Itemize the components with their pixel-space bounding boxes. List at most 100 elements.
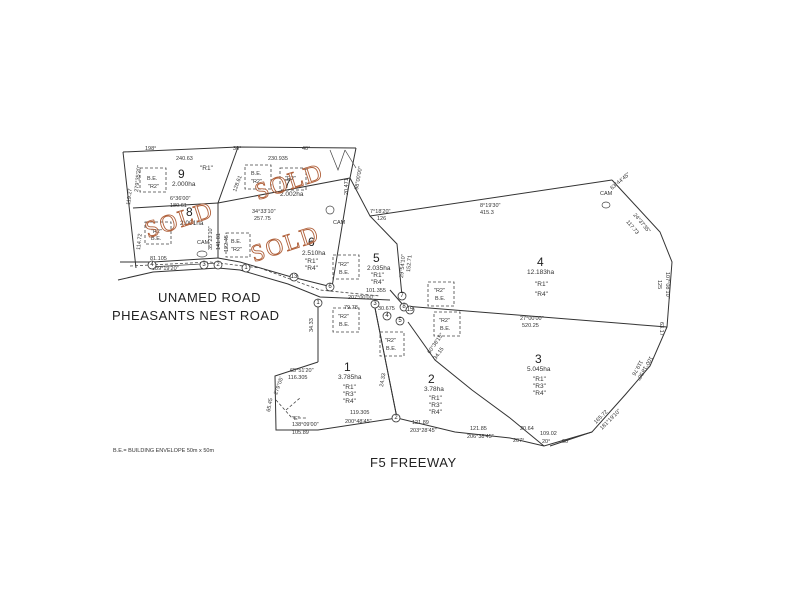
bearing: 20° [542, 439, 550, 445]
survey-point: 4 [147, 260, 157, 270]
svg-text:3: 3 [373, 301, 377, 307]
distance: 128.61 [232, 175, 243, 193]
lot-zone: "R3" [429, 402, 443, 409]
svg-text:1: 1 [244, 265, 248, 271]
distance: 114.72 [136, 233, 144, 250]
be-label: B.E. [147, 176, 158, 182]
bearing: 35°23'10" [208, 226, 214, 250]
cam-marker [601, 201, 611, 209]
lot-number-2: 2 [428, 372, 435, 386]
bearing: 7°18'20" [370, 209, 391, 215]
lot-area-7: 2.002ha [280, 191, 304, 198]
lot-zones-9: "R1" [200, 165, 214, 172]
svg-text:2: 2 [216, 262, 220, 268]
bearing: 34°33'10" [252, 209, 276, 215]
lot-zone: "R1" [429, 395, 443, 402]
distance: 20.471 [344, 178, 350, 195]
distance: 126 [377, 216, 386, 222]
survey-point: 6 [325, 282, 335, 292]
distance: 81.105 [150, 256, 167, 262]
survey-point: 3 [370, 299, 380, 309]
r2-label: "R2" [231, 247, 242, 253]
bearing: 107°08'10" [664, 272, 670, 299]
lot-zone: "R4" [343, 398, 357, 405]
svg-text:8: 8 [402, 304, 406, 310]
road-name-freeway: F5 FREEWAY [370, 455, 457, 470]
svg-text:4: 4 [385, 313, 389, 319]
distance: 109.02 [540, 431, 557, 437]
r2-label: "R2" [434, 288, 445, 294]
survey-point: 7 [397, 291, 407, 301]
building-envelope-lot6 [225, 232, 251, 258]
lot-number-3: 3 [535, 352, 542, 366]
distance: 520.25 [522, 323, 539, 329]
survey-point: 5 [395, 316, 405, 326]
dimension-labels: 198° 30° 40° 240.63 230.935 6°36'00" 180… [145, 146, 569, 445]
lot-area-3: 5.045ha [527, 366, 551, 373]
r2-label: "R2" [285, 176, 296, 182]
svg-text:15: 15 [407, 307, 414, 313]
lot-zone: "R4" [371, 279, 385, 286]
road-name-pheasants-nest: PHEASANTS NEST ROAD [112, 308, 279, 323]
bearing: 29°54'10" [399, 254, 407, 278]
lot-zone: "R1" [305, 258, 319, 265]
lot-area-2: 3.78ha [424, 386, 444, 393]
be-label: B.E. [440, 326, 451, 332]
distance: 65.45 [266, 398, 274, 413]
building-envelope-note: B.E.= BUILDING ENVELOPE 50m x 50m [113, 448, 214, 454]
cam-label: CAM [600, 191, 613, 197]
lot-zone: "R4" [535, 291, 549, 298]
distance: 121.89 [412, 420, 429, 426]
be-label: B.E. [151, 236, 162, 242]
lot-number-8: 8 [186, 205, 193, 219]
r2-label: "R2" [251, 179, 262, 185]
lot-number-5: 5 [373, 251, 380, 265]
lot-zone: "R3" [343, 391, 357, 398]
bearing: 203°28'45" [410, 428, 437, 434]
lot-number-7: 7 [284, 177, 291, 191]
r2-label: "R2" [338, 314, 349, 320]
bearing: 279°05' [273, 376, 285, 395]
lot-area-9: 2.000ha [172, 181, 196, 188]
distance: 34.33 [309, 318, 315, 332]
svg-text:5: 5 [398, 318, 402, 324]
distance: 105.89 [292, 430, 309, 436]
bearing: 207° [513, 438, 524, 444]
lot-zone: "R1" [533, 376, 547, 383]
svg-text:7: 7 [400, 293, 404, 299]
distance: 119.305 [350, 410, 369, 416]
be-label: B.E. [386, 346, 397, 352]
survey-point: 3 [199, 260, 209, 270]
bearing: 40° [302, 146, 310, 152]
survey-point: 15 [405, 305, 415, 315]
r2-label: "R2" [385, 338, 396, 344]
lot-area-8: 2.001ha [180, 220, 204, 227]
cam-marker [325, 205, 335, 215]
svg-text:2: 2 [394, 415, 398, 421]
cam-label: CAM [333, 220, 346, 226]
lot-zone: "R3" [533, 383, 547, 390]
cam-marker [196, 250, 208, 258]
distance: 141.81 [216, 233, 222, 250]
be-label: B.E. [251, 171, 262, 177]
lot-number-6: 6 [308, 235, 315, 249]
distance: 30.675 [378, 306, 395, 312]
lot-number-9: 9 [178, 167, 185, 181]
building-envelope-lot7a [244, 164, 272, 190]
bearing: 8°19'30" [480, 203, 501, 209]
lot-zone: "R1" [371, 272, 385, 279]
building-envelope-lot4 [427, 281, 455, 307]
bearing: 279°35'20" [134, 165, 143, 192]
lot-zone: "R4" [305, 265, 319, 272]
distance: 20.64 [520, 426, 534, 432]
survey-point: 4 [382, 311, 392, 321]
lot-boundaries [117, 146, 673, 447]
bearing: 206°38'45" [467, 434, 494, 440]
survey-point: 2 [391, 413, 401, 423]
distance: 257.75 [254, 216, 271, 222]
be-label: B.E. [339, 322, 350, 328]
road-name-unamed: UNAMED ROAD [158, 290, 261, 305]
lot-number-4: 4 [537, 255, 544, 269]
bearing: 207°00'00" [348, 295, 375, 301]
distance: 415.3 [480, 210, 494, 216]
